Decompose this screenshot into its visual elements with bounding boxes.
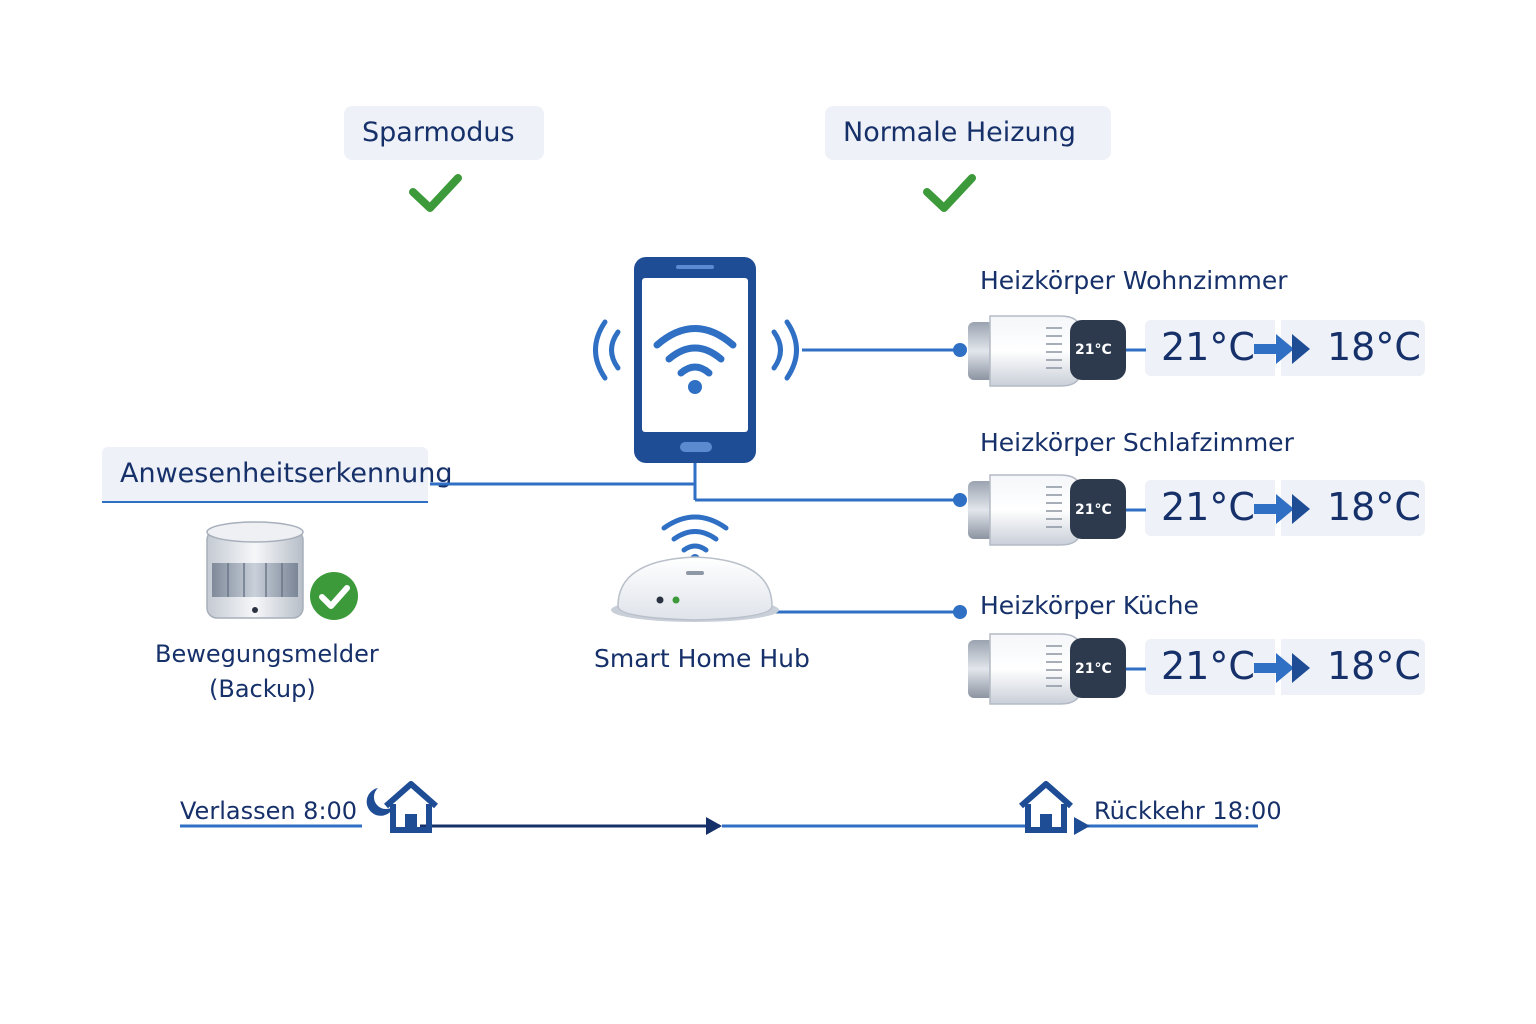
radiator-label-living: Heizkörper Wohnzimmer bbox=[980, 266, 1288, 295]
temp-to: 18°C bbox=[1327, 644, 1421, 688]
valve-display: 21°C bbox=[1075, 342, 1112, 358]
sensor-label: Bewegungsmelder bbox=[155, 640, 379, 668]
check-icon bbox=[409, 174, 462, 212]
sensor-sublabel: (Backup) bbox=[209, 675, 316, 703]
motion-sensor-icon bbox=[206, 521, 304, 619]
smartphone-icon bbox=[634, 257, 756, 463]
presence-detection-label: Anwesenheitserkennung bbox=[102, 447, 453, 503]
timeline-leave-label: Verlassen 8:00 bbox=[180, 797, 358, 825]
temp-from: 21°C bbox=[1161, 325, 1255, 369]
thermostat-valve-icon: 21°C bbox=[968, 315, 1146, 387]
connector-dot bbox=[953, 343, 967, 357]
hub-label: Smart Home Hub bbox=[594, 644, 810, 673]
thermostat-valve-icon: 21°C bbox=[968, 633, 1146, 705]
temp-to: 18°C bbox=[1327, 485, 1421, 529]
connector-dot bbox=[953, 493, 967, 507]
temp-change-kitchen: 21°C 18°C bbox=[1145, 639, 1425, 695]
temp-to: 18°C bbox=[1327, 325, 1421, 369]
thermostat-valve-icon: 21°C bbox=[968, 474, 1146, 546]
temp-from: 21°C bbox=[1161, 644, 1255, 688]
connection-lines bbox=[430, 348, 960, 614]
house-icon bbox=[384, 781, 438, 833]
mode-normal-label: Normale Heizung bbox=[825, 106, 1111, 160]
valve-display: 21°C bbox=[1075, 661, 1112, 677]
mode-eco-label: Sparmodus bbox=[344, 106, 544, 160]
timeline bbox=[180, 817, 1258, 835]
arrow-icon bbox=[1254, 653, 1310, 683]
check-icon bbox=[923, 174, 976, 212]
wifi-icon bbox=[653, 325, 737, 377]
connector-dot bbox=[953, 605, 967, 619]
arrow-icon bbox=[1254, 334, 1310, 364]
moon-icon bbox=[366, 788, 394, 816]
radiator-label-bedroom: Heizkörper Schlafzimmer bbox=[980, 428, 1294, 457]
timeline-return-label: Rückkehr 18:00 bbox=[1094, 797, 1282, 825]
hub-icon bbox=[611, 514, 779, 622]
signal-waves-icon bbox=[593, 319, 799, 381]
check-icon bbox=[310, 572, 358, 620]
temp-from: 21°C bbox=[1161, 485, 1255, 529]
arrow-icon bbox=[1254, 494, 1310, 524]
valve-display: 21°C bbox=[1075, 502, 1112, 518]
house-icon bbox=[1019, 781, 1073, 833]
radiator-label-kitchen: Heizkörper Küche bbox=[980, 591, 1199, 620]
